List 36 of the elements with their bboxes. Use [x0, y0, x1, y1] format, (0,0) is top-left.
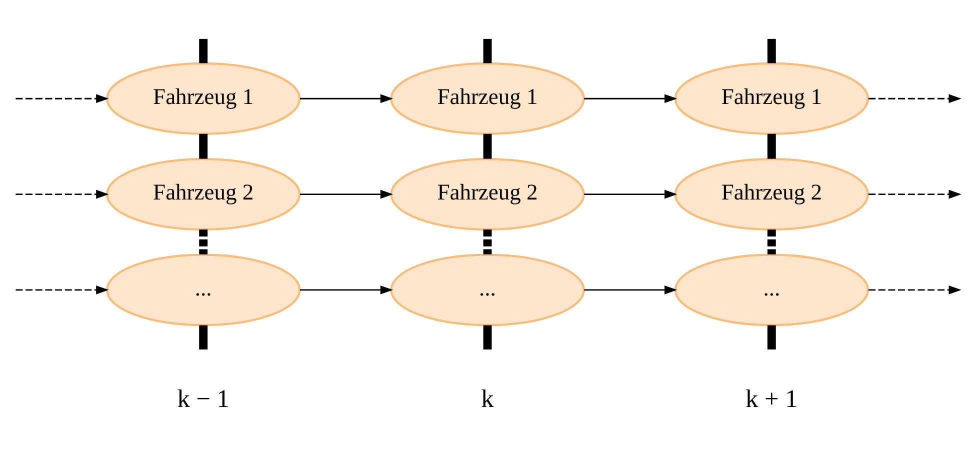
- connector: [767, 38, 776, 63]
- connector: [199, 229, 208, 254]
- arrow: [300, 284, 394, 294]
- label: k: [481, 384, 494, 413]
- arrow: [868, 189, 962, 198]
- node-ellipse: Fahrzeug 2: [674, 158, 870, 230]
- node-ellipse: ...: [390, 253, 585, 326]
- connector: [483, 38, 492, 63]
- connector: [767, 133, 776, 158]
- arrow: [300, 189, 394, 198]
- arrow: [584, 285, 678, 294]
- connector: [199, 38, 208, 63]
- arrow: [300, 94, 394, 103]
- arrow: [584, 189, 678, 198]
- node-ellipse: Fahrzeug 2: [106, 158, 301, 230]
- arrow: [584, 94, 678, 103]
- node-ellipse: ...: [674, 253, 870, 326]
- connector: [199, 324, 208, 349]
- label: k + 1: [746, 384, 798, 413]
- connector: [483, 324, 492, 349]
- connector: [199, 133, 208, 158]
- connector: [483, 133, 492, 158]
- node-ellipse: ...: [106, 253, 301, 326]
- arrow: [16, 94, 109, 103]
- node-ellipse: Fahrzeug 2: [390, 158, 585, 230]
- node-ellipse: Fahrzeug 1: [390, 62, 585, 134]
- connector: [767, 229, 776, 254]
- node-ellipse: Fahrzeug 1: [674, 62, 870, 134]
- arrow: [16, 284, 109, 294]
- connector: [767, 324, 776, 349]
- arrow: [16, 189, 109, 198]
- node-ellipse: Fahrzeug 1: [106, 62, 301, 134]
- arrow: [868, 94, 962, 103]
- label: k − 1: [177, 384, 230, 413]
- connector: [483, 229, 492, 254]
- arrow: [868, 284, 962, 294]
